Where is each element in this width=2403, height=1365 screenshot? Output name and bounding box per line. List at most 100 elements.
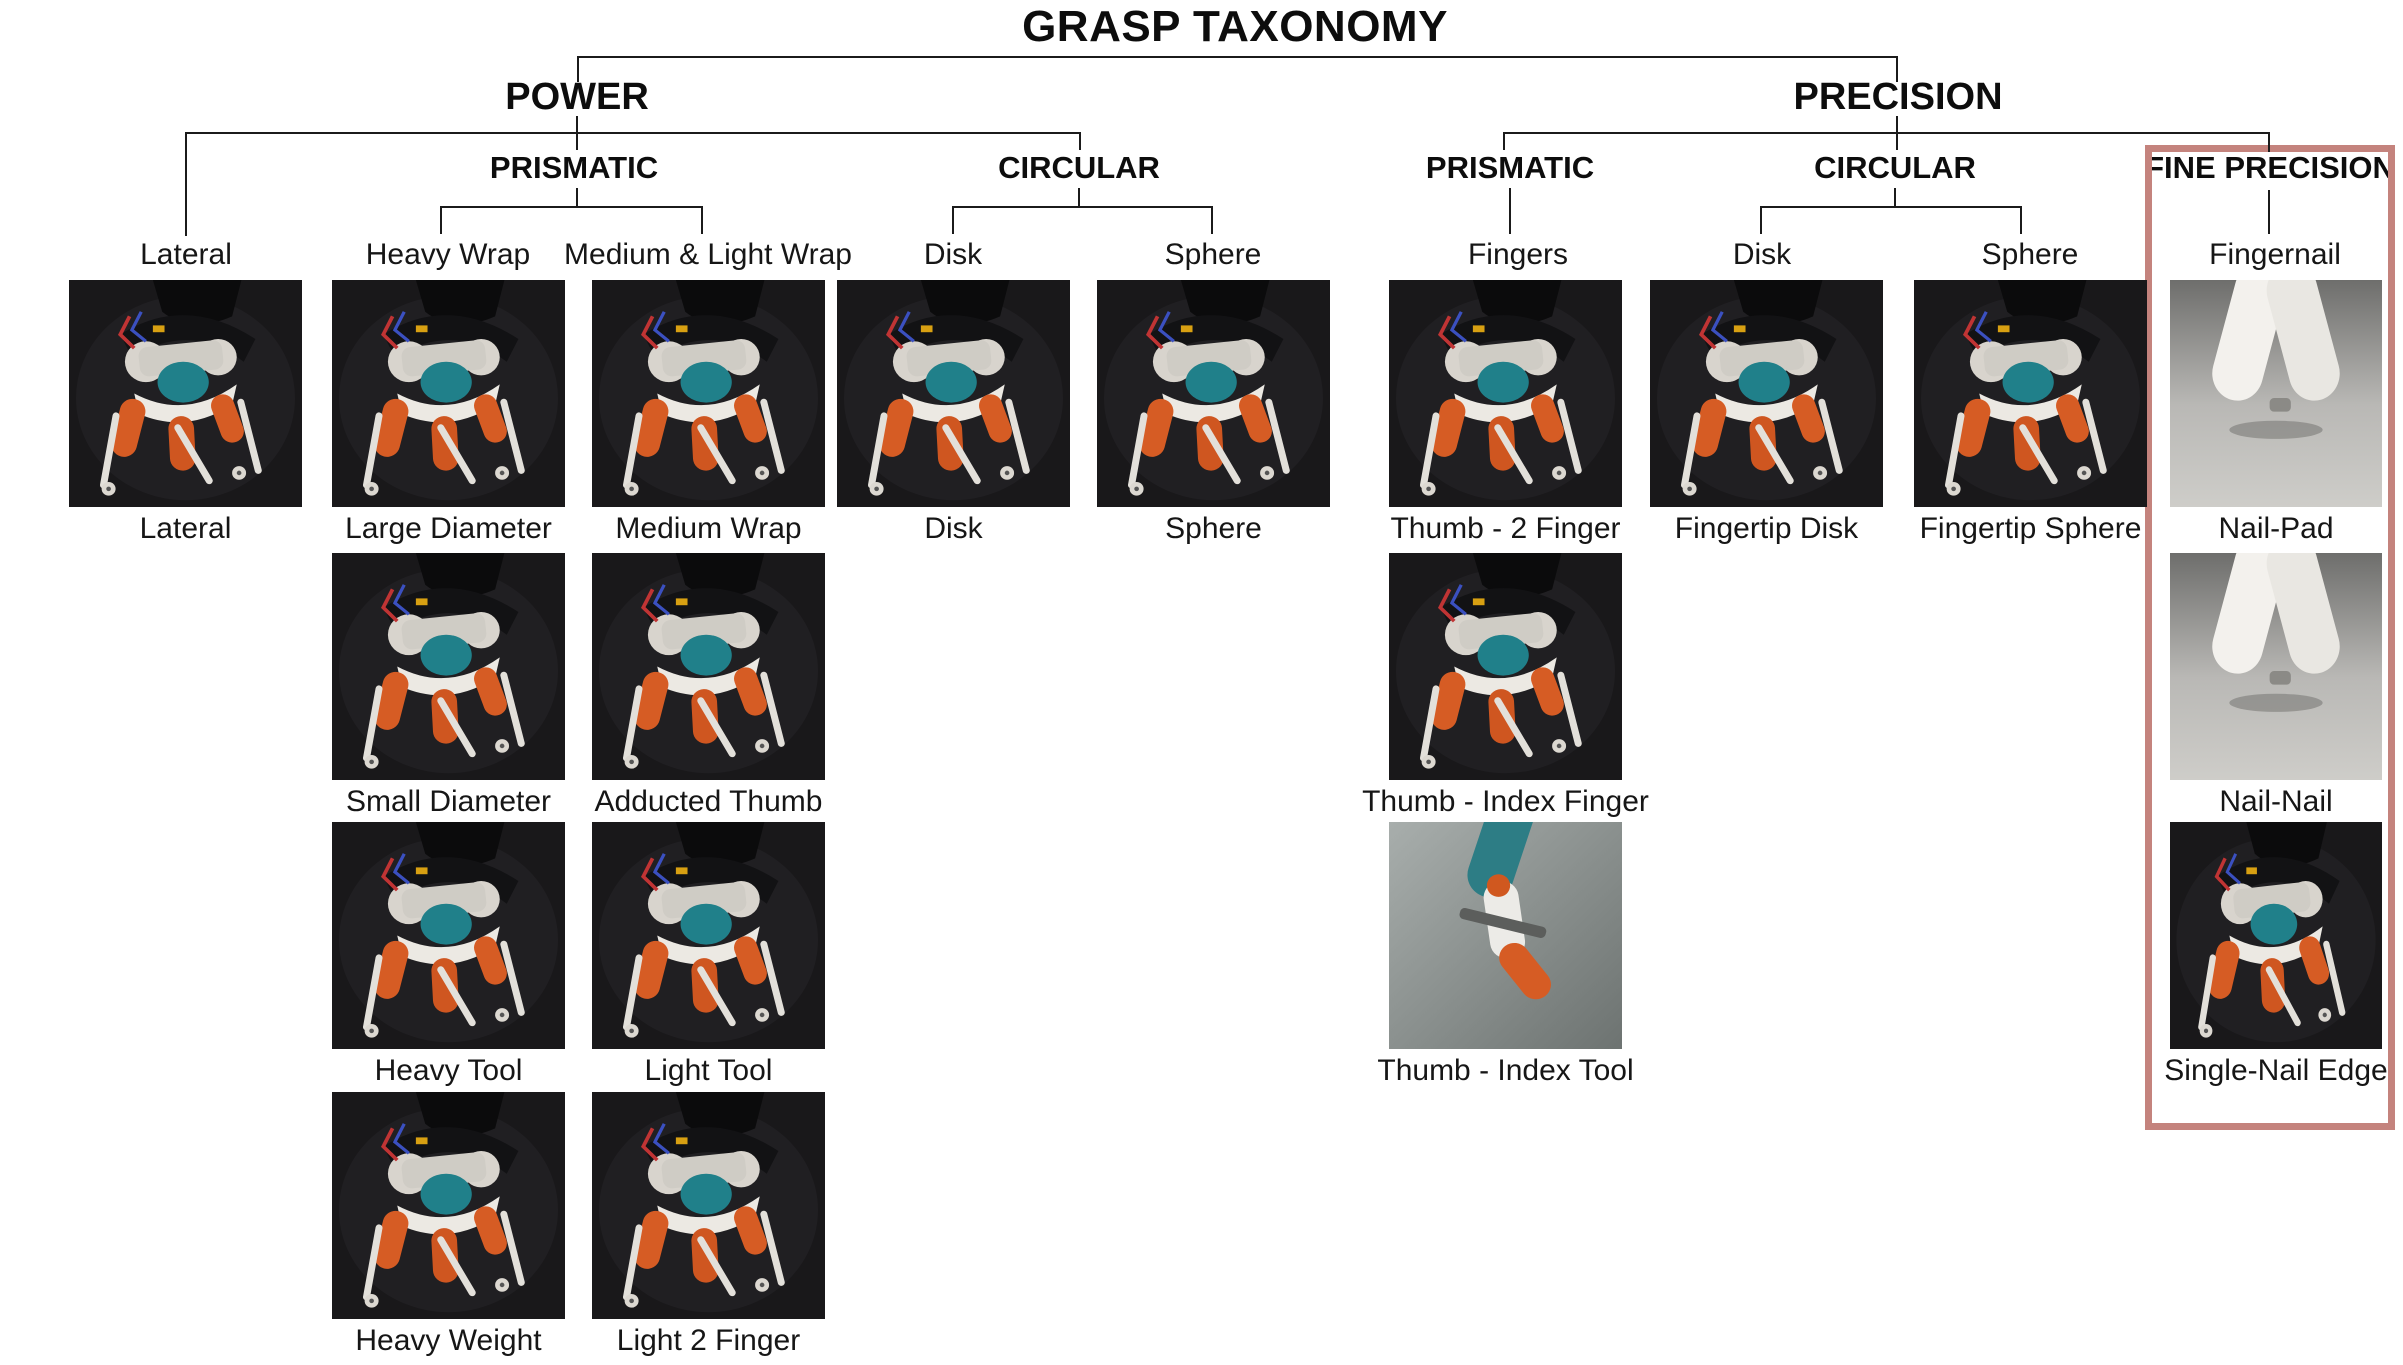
cell-caption: Nail-Pad: [2218, 512, 2334, 545]
robot-hand-photo-thumb-index-finger: [1389, 553, 1622, 780]
cell-caption: Adducted Thumb: [594, 785, 823, 818]
tree-line: [576, 132, 578, 150]
leaf-header-lateral: Lateral: [140, 238, 232, 271]
cell-caption: Fingertip Sphere: [1919, 512, 2142, 545]
fingertip-photo-nail-pad: [2170, 280, 2382, 507]
tree-line: [186, 132, 1080, 134]
cell-caption: Sphere: [1165, 512, 1262, 545]
cell-thumb-index-finger: Thumb - Index Finger: [1362, 553, 1649, 818]
tree-line: [576, 188, 578, 207]
robot-hand-photo-light-2-finger: [592, 1092, 825, 1319]
robot-hand-photo-thumb-2-finger: [1389, 280, 1622, 507]
fine-precision-box: [2145, 145, 2395, 1130]
cell-adducted-thumb: Adducted Thumb: [592, 553, 825, 818]
robot-hand-photo-lateral: [69, 280, 302, 507]
group-label-power-prismatic: PRISMATIC: [489, 150, 659, 185]
tree-line: [440, 206, 442, 234]
cell-caption: Lateral: [139, 512, 232, 545]
cell-nail-nail: Nail-Nail: [2170, 553, 2382, 818]
tree-line: [1896, 132, 1898, 150]
cell-caption: Single-Nail Edge: [2164, 1054, 2388, 1087]
robot-arm-photo-thumb-index-tool: [1389, 822, 1622, 1049]
cell-caption: Light 2 Finger: [616, 1324, 801, 1357]
robot-hand-photo-large-diameter: [332, 280, 565, 507]
tree-line: [1896, 56, 1898, 82]
robot-hand-photo-small-diameter: [332, 553, 565, 780]
cell-small-diameter: Small Diameter: [332, 553, 565, 818]
tree-line: [952, 206, 954, 234]
leaf-header-heavy-wrap: Heavy Wrap: [365, 238, 531, 271]
page-title: GRASP TAXONOMY: [1022, 2, 1448, 51]
leaf-header-power-sphere: Sphere: [1164, 238, 1262, 271]
robot-hand-photo-single-nail-edge: [2170, 822, 2382, 1049]
cell-caption: Medium Wrap: [615, 512, 802, 545]
robot-hand-photo-disk: [837, 280, 1070, 507]
group-label-precision-circular: CIRCULAR: [1814, 150, 1976, 185]
tree-line: [701, 206, 703, 234]
tree-line: [1503, 132, 1505, 150]
cell-power-disk: Disk: [837, 280, 1070, 545]
cell-light-2-finger: Light 2 Finger: [592, 1092, 825, 1357]
leaf-header-fingers: Fingers: [1467, 238, 1569, 271]
group-label-power: POWER: [505, 76, 649, 118]
cell-caption: Fingertip Disk: [1674, 512, 1859, 545]
cell-heavy-tool: Heavy Tool: [332, 822, 565, 1087]
robot-hand-photo-sphere: [1097, 280, 1330, 507]
cell-thumb-index-tool: Thumb - Index Tool: [1377, 822, 1634, 1087]
cell-thumb-2-finger: Thumb - 2 Finger: [1389, 280, 1622, 545]
robot-hand-photo-fingertip-sphere: [1914, 280, 2147, 507]
cell-fingertip-sphere: Fingertip Sphere: [1914, 280, 2147, 545]
tree-line: [1211, 206, 1213, 234]
cell-caption: Heavy Weight: [355, 1324, 542, 1357]
tree-line: [2268, 190, 2270, 234]
leaf-header-precision-sphere: Sphere: [1981, 238, 2079, 271]
group-label-power-circular: CIRCULAR: [998, 150, 1160, 185]
tree-line: [1503, 132, 2270, 134]
cell-caption: Light Tool: [644, 1054, 773, 1087]
cell-single-nail-edge: Single-Nail Edge: [2164, 822, 2388, 1087]
tree-line: [1079, 132, 1081, 150]
leaf-header-medium-light-wrap: Medium & Light Wrap: [564, 238, 852, 271]
tree-line: [1760, 206, 2022, 208]
tree-line: [185, 132, 187, 236]
tree-line: [577, 56, 1898, 58]
cell-caption: Thumb - 2 Finger: [1390, 512, 1621, 545]
cell-caption: Small Diameter: [345, 785, 552, 818]
tree-line: [577, 56, 579, 82]
cell-caption: Heavy Tool: [374, 1054, 523, 1087]
group-label-fine-precision: FINE PRECISION: [2145, 150, 2395, 185]
cell-large-diameter: Large Diameter: [332, 280, 565, 545]
tree-line: [952, 206, 1213, 208]
cell-fingertip-disk: Fingertip Disk: [1650, 280, 1883, 545]
leaf-header-fingernail: Fingernail: [2209, 238, 2341, 271]
tree-line: [1760, 206, 1762, 234]
fingertip-photo-nail-nail: [2170, 553, 2382, 780]
tree-line: [1894, 188, 1896, 207]
leaf-header-precision-disk: Disk: [1732, 238, 1792, 271]
cell-lateral: Lateral: [69, 280, 302, 545]
robot-hand-photo-fingertip-disk: [1650, 280, 1883, 507]
robot-hand-photo-heavy-tool: [332, 822, 565, 1049]
cell-light-tool: Light Tool: [592, 822, 825, 1087]
cell-caption: Thumb - Index Finger: [1362, 785, 1649, 818]
robot-hand-photo-heavy-weight: [332, 1092, 565, 1319]
cell-caption: Nail-Nail: [2219, 785, 2333, 818]
tree-line: [1509, 188, 1511, 234]
cell-caption: Disk: [924, 512, 983, 545]
tree-line: [576, 116, 578, 132]
cell-caption: Large Diameter: [345, 512, 552, 545]
group-label-precision: PRECISION: [1793, 76, 2003, 118]
robot-hand-photo-light-tool: [592, 822, 825, 1049]
tree-line: [440, 206, 703, 208]
tree-line: [1896, 116, 1898, 132]
cell-nail-pad: Nail-Pad: [2170, 280, 2382, 545]
group-label-precision-prismatic: PRISMATIC: [1425, 150, 1595, 185]
robot-hand-photo-medium-wrap: [592, 280, 825, 507]
tree-line: [2020, 206, 2022, 234]
cell-caption: Thumb - Index Tool: [1377, 1054, 1634, 1087]
tree-line: [1078, 188, 1080, 207]
leaf-header-power-disk: Disk: [923, 238, 983, 271]
cell-power-sphere: Sphere: [1097, 280, 1330, 545]
robot-hand-photo-adducted-thumb: [592, 553, 825, 780]
cell-medium-wrap: Medium Wrap: [592, 280, 825, 545]
